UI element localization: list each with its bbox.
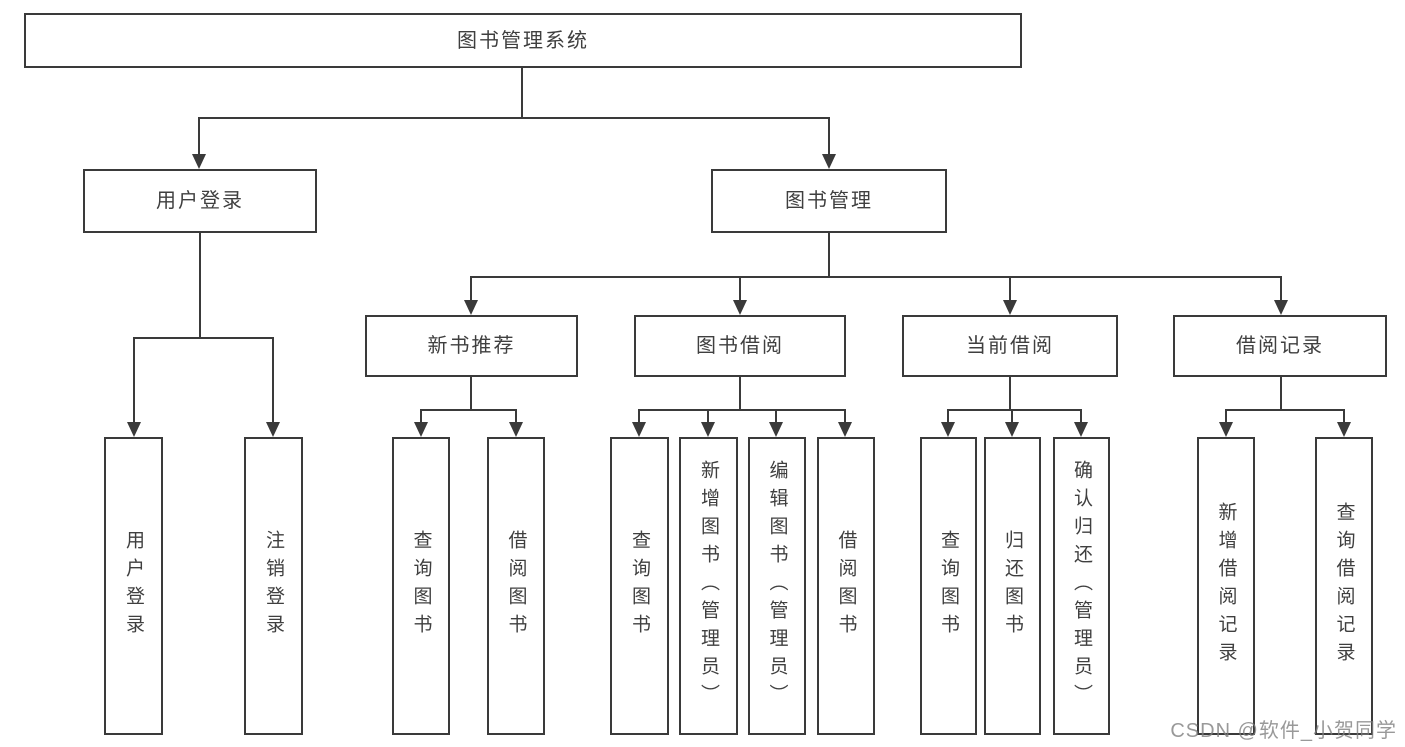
node-label: 图书管理系统 <box>457 29 589 52</box>
node-label: 编辑图书（管理员） <box>766 460 788 712</box>
node-label: 借阅图书 <box>505 530 527 642</box>
node-label: 新书推荐 <box>427 335 516 357</box>
leaf-query-borrow-record: 查询借阅记录 <box>1315 437 1373 735</box>
node-label: 用户登录 <box>156 190 244 212</box>
leaf-confirm-return-admin: 确认归还（管理员） <box>1053 437 1110 735</box>
node-label: 图书管理 <box>785 190 873 212</box>
leaf-add-books-admin: 新增图书（管理员） <box>679 437 738 735</box>
leaf-user-login: 用户登录 <box>104 437 163 735</box>
node-book-borrow: 图书借阅 <box>634 315 846 377</box>
node-label: 借阅图书 <box>835 530 857 642</box>
node-label: 查询图书 <box>629 530 650 642</box>
node-current-borrow: 当前借阅 <box>902 315 1118 377</box>
leaf-add-borrow-record: 新增借阅记录 <box>1197 437 1255 735</box>
node-book-management: 图书管理 <box>711 169 947 233</box>
leaf-logout: 注销登录 <box>244 437 303 735</box>
leaf-query-books-current: 查询图书 <box>920 437 977 735</box>
node-label: 查询图书 <box>410 530 432 642</box>
node-label: 新增图书（管理员） <box>698 460 719 712</box>
leaf-edit-books-admin: 编辑图书（管理员） <box>748 437 806 735</box>
leaf-borrow-books-recommend: 借阅图书 <box>487 437 545 735</box>
leaf-return-books: 归还图书 <box>984 437 1041 735</box>
node-borrow-records: 借阅记录 <box>1173 315 1387 377</box>
node-label: 确认归还（管理员） <box>1071 460 1092 712</box>
node-label: 查询图书 <box>938 530 959 642</box>
arrowheads <box>127 154 1351 437</box>
csdn-watermark: CSDN @软件_小贺同学 <box>1170 720 1397 742</box>
node-user-login: 用户登录 <box>83 169 317 233</box>
node-label: 注销登录 <box>263 530 284 642</box>
leaf-query-books-borrow: 查询图书 <box>610 437 669 735</box>
node-label: 图书借阅 <box>696 335 784 357</box>
node-label: 当前借阅 <box>966 335 1054 357</box>
node-label: 新增借阅记录 <box>1215 502 1237 670</box>
node-library-management-system: 图书管理系统 <box>24 13 1022 68</box>
leaf-query-books-recommend: 查询图书 <box>392 437 450 735</box>
node-label: 查询借阅记录 <box>1333 502 1355 670</box>
node-label: 归还图书 <box>1002 530 1023 642</box>
node-new-book-recommend: 新书推荐 <box>365 315 578 377</box>
tree-edges <box>133 68 1345 424</box>
node-label: 用户登录 <box>123 530 144 642</box>
node-label: 借阅记录 <box>1236 335 1324 357</box>
leaf-borrow-books: 借阅图书 <box>817 437 875 735</box>
